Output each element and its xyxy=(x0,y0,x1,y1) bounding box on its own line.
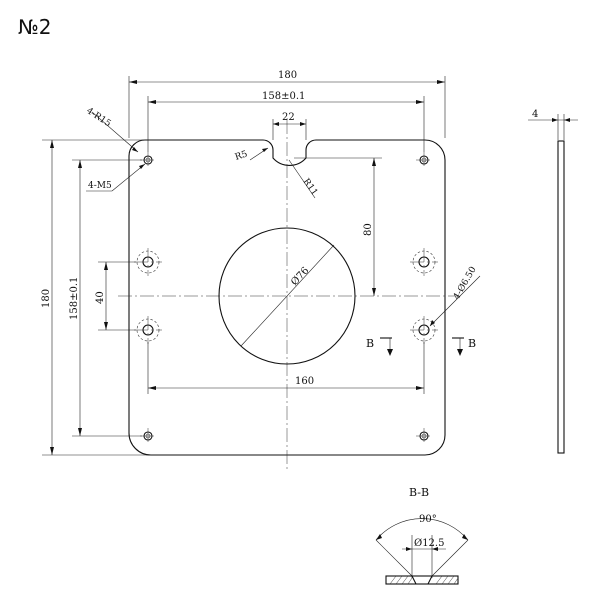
drawing-number: №2 xyxy=(18,15,52,39)
section-title: B-B xyxy=(409,486,429,499)
plate-outline xyxy=(128,139,446,456)
countersink-hole-2 xyxy=(410,248,438,276)
overall-width-label: 180 xyxy=(278,70,297,81)
section-diameter-label: Ø12.5 xyxy=(414,538,444,549)
hole-spacing-width-label: 158±0.1 xyxy=(262,91,305,102)
svg-text:160: 160 xyxy=(295,376,314,387)
section-view: B-B 90° Ø12.5 xyxy=(375,486,469,585)
corner-hole-br xyxy=(416,428,432,444)
svg-text:B: B xyxy=(468,337,476,350)
dim-slot-width: 22 xyxy=(272,112,307,140)
countersink-hole-4 xyxy=(410,316,438,344)
countersink-hole-1 xyxy=(134,248,162,276)
dim-center-offset: 80 xyxy=(294,157,382,296)
svg-text:40: 40 xyxy=(95,291,106,304)
section-angle-label: 90° xyxy=(419,514,437,525)
center-hole-dim-line xyxy=(240,244,335,347)
dim-corner-radius: 4-R15 xyxy=(84,106,139,153)
dim-mount-spacing-h: 160 xyxy=(147,342,425,394)
dim-hole-spacing-width: 158±0.1 xyxy=(147,91,425,152)
slot-width-label: 22 xyxy=(282,112,295,123)
svg-text:B: B xyxy=(366,337,374,350)
corner-hole-tr xyxy=(416,152,432,168)
dim-countersink: 4-Ø6.50 xyxy=(429,264,481,327)
thickness-label: 4 xyxy=(532,109,538,120)
svg-text:80: 80 xyxy=(363,223,374,236)
center-hole xyxy=(218,227,356,365)
dim-thread: 4-M5 xyxy=(86,163,146,192)
dim-hole-spacing-height: 158±0.1 xyxy=(69,159,142,437)
dim-overall-width: 180 xyxy=(128,70,446,138)
side-view: 4 xyxy=(528,109,578,454)
dim-overall-height: 180 xyxy=(41,139,151,456)
section-marker-left: B xyxy=(366,337,393,356)
section-marker-right: B xyxy=(452,337,476,356)
svg-text:R11: R11 xyxy=(301,177,320,198)
corner-hole-bl xyxy=(140,428,156,444)
dim-slot-radius-large: R11 xyxy=(288,159,320,199)
center-hole-label: Ø76 xyxy=(289,265,311,288)
dim-slot-radius-small: R5 xyxy=(234,147,269,163)
corner-hole-tl xyxy=(140,152,156,168)
svg-text:4-M5: 4-M5 xyxy=(88,181,112,191)
dim-mount-spacing-v: 40 xyxy=(95,261,136,331)
svg-text:180: 180 xyxy=(41,289,52,308)
svg-text:4-R15: 4-R15 xyxy=(84,106,112,129)
svg-text:4-Ø6.50: 4-Ø6.50 xyxy=(451,264,479,301)
svg-text:158±0.1: 158±0.1 xyxy=(69,277,80,320)
countersink-hole-3 xyxy=(134,316,162,344)
svg-text:R5: R5 xyxy=(234,149,249,162)
